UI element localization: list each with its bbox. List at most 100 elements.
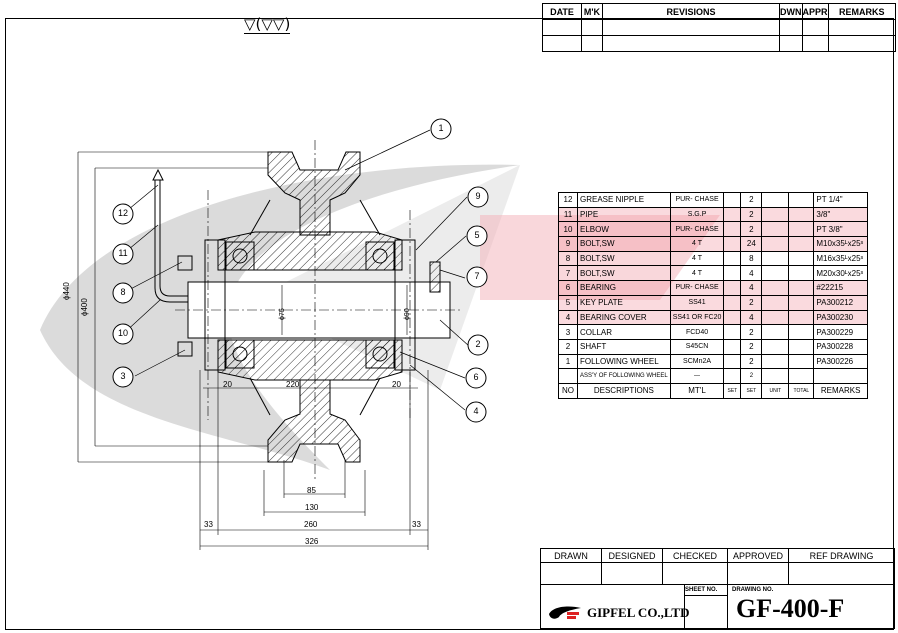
tb-checked: CHECKED (662, 548, 728, 563)
bom-no: 12 (558, 192, 578, 208)
bom-desc: KEY PLATE (577, 294, 671, 311)
balloon-4 (465, 401, 487, 423)
bom-remarks: PA300226 (813, 353, 868, 370)
dim-260: 260 (304, 520, 318, 529)
bom-mtl: 4 T (669, 236, 725, 252)
rev-header-appr: APPR (801, 3, 829, 20)
bom-mtl: S45CN (669, 338, 725, 355)
bom-no: 10 (558, 221, 578, 238)
bom-header-mtl: MT'L (669, 382, 725, 399)
bom-no: 9 (558, 236, 578, 252)
balloon-label-4: 4 (473, 406, 479, 416)
balloon-label-7: 7 (474, 271, 480, 281)
drawing-frame (5, 18, 894, 630)
bom-qty: 8 (740, 250, 763, 267)
balloon-10 (112, 323, 134, 345)
bom-header-total: TOTAL (788, 382, 815, 399)
bom-qty: 2 (740, 206, 763, 223)
bom-qty: 4 (740, 280, 763, 296)
bom-qty: 2 (740, 338, 763, 355)
bom-desc: BOLT,SW (577, 265, 671, 282)
bom-remarks: PT 3/8" (813, 221, 868, 238)
balloon-12 (112, 203, 134, 225)
bom-desc: BEARING (577, 280, 671, 296)
balloon-label-3: 3 (120, 371, 126, 381)
bom-qty: 2 (740, 192, 763, 208)
bom-remarks: M20x30ᴸx25ˢ (813, 265, 868, 282)
bom-remarks: PA300212 (813, 294, 868, 311)
balloon-label-11: 11 (118, 248, 128, 258)
dim-33-left: 33 (204, 520, 213, 529)
bom-qty: 2 (740, 221, 763, 238)
dim-20-left: 20 (223, 380, 232, 389)
tb-ref-drawing: REF DRAWING (788, 548, 895, 563)
bom-remarks: M10x35ᴸx25ˢ (813, 236, 868, 252)
balloon-label-5: 5 (474, 230, 480, 240)
bom-desc: BOLT,SW (577, 236, 671, 252)
dim-33-right: 33 (412, 520, 421, 529)
tb-drawn: DRAWN (540, 548, 602, 563)
surface-finish-symbol: ▽(▽▽) (244, 15, 291, 34)
dim-d400: ϕ400 (80, 298, 89, 316)
bom-qty: 2 (740, 324, 763, 340)
balloon-9 (467, 186, 489, 208)
bom-assy-row: ASS'Y OF FOLLOWING WHEEL—2 (558, 368, 868, 384)
tb-designed: DESIGNED (601, 548, 663, 563)
balloon-5 (466, 225, 488, 247)
bom-assy-mtl: — (669, 368, 725, 384)
bom-mtl: SS41 OR FC20 (669, 309, 725, 326)
bom-remarks: PA300229 (813, 324, 868, 340)
bom-mtl: PUR- CHASE (669, 192, 725, 208)
bom-desc: GREASE NIPPLE (577, 192, 671, 208)
revisions-table: DATE M'K REVISIONS DWN APPR REMARKS (542, 3, 897, 52)
title-block: DRAWN DESIGNED CHECKED APPROVED REF DRAW… (540, 548, 895, 629)
bom-no: 6 (558, 280, 578, 296)
bom-no: 7 (558, 265, 578, 282)
bom-no: 5 (558, 294, 578, 311)
bom-mtl: SCMn2A (669, 353, 725, 370)
balloon-label-1: 1 (438, 123, 444, 133)
bom-mtl: FCD40 (669, 324, 725, 340)
dim-220: 220 (286, 380, 300, 389)
bom-qty: 4 (740, 265, 763, 282)
tb-sheet-no-label: SHEET NO. (685, 585, 727, 596)
bom-desc: BOLT,SW (577, 250, 671, 267)
tb-company-cell: GIPFEL CO.,LTD SHEET NO. (540, 584, 728, 629)
bom-remarks: 3/8" (813, 206, 868, 223)
bom-remarks: #22215 (813, 280, 868, 296)
bom-desc: COLLAR (577, 324, 671, 340)
bom-mtl: PUR- CHASE (669, 221, 725, 238)
bom-assy-set: 2 (740, 368, 763, 384)
balloon-11 (112, 243, 134, 265)
drawing-number: GF-400-F (736, 594, 845, 623)
tb-approved: APPROVED (727, 548, 789, 563)
bom-desc: PIPE (577, 206, 671, 223)
tb-drawing-no-cell: DRAWING NO. GF-400-F (727, 584, 895, 629)
bom-header-set: SET (723, 382, 742, 399)
bom-desc: BEARING COVER (577, 309, 671, 326)
dim-326: 326 (305, 537, 319, 546)
bom-mtl: 4 T (669, 250, 725, 267)
balloon-label-10: 10 (117, 328, 128, 338)
balloon-label-12: 12 (117, 208, 128, 218)
company-name: GIPFEL CO.,LTD (587, 605, 690, 620)
dim-d75: ϕ75 (279, 308, 286, 320)
bom-qty: 2 (740, 294, 763, 311)
balloon-3 (112, 366, 134, 388)
bom-desc: SHAFT (577, 338, 671, 355)
bom-mtl: SS41 (669, 294, 725, 311)
balloon-label-6: 6 (473, 372, 479, 382)
bom-mtl: PUR- CHASE (669, 280, 725, 296)
bom-remarks: PA300228 (813, 338, 868, 355)
dim-130: 130 (305, 503, 319, 512)
